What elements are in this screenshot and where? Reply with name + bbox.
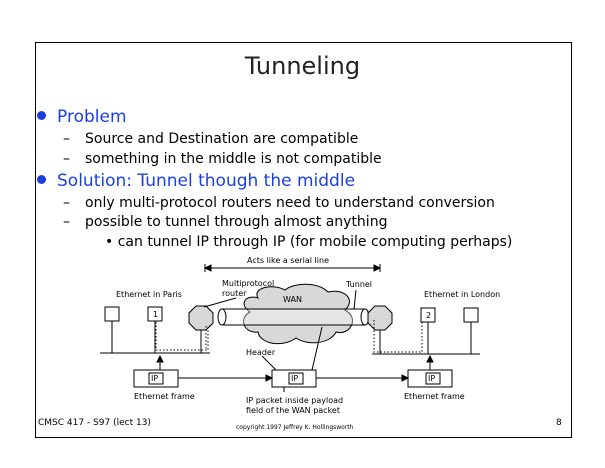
sub-sub-bullet: • can tunnel IP through IP (for mobile c… [105,234,513,250]
sub-bullet: –something in the middle is not compatib… [63,151,382,167]
router-right [367,305,393,331]
page-number: 8 [556,418,562,428]
callout-lines [203,289,357,392]
multiprotocol-router-label-2: router [222,289,247,298]
host-1-label: 1 [153,310,159,319]
slide-frame [35,42,572,438]
course-footer: CMSC 417 - S97 (lect 13) [38,418,151,428]
ip-label-right: IP [428,374,436,383]
sub-bullet-text: possible to tunnel through almost anythi… [85,214,388,230]
copyright-footer: copyright 1997 Jeffrey K. Hollingsworth [236,424,354,431]
host-2-label: 2 [426,311,432,320]
ethernet-paris [100,306,210,354]
serial-line-arrow [203,264,382,272]
sub-sub-bullet-text: can tunnel IP through IP (for mobile com… [117,234,513,250]
header-label: Header [246,348,276,357]
bullet-problem-label: Problem [57,107,127,127]
payload-label: IP packet inside payload [246,396,344,405]
tunnel-tube [217,308,370,326]
ip-label-left: IP [151,374,159,383]
wan-label: WAN [283,295,302,304]
ethernet-london-label: Ethernet in London [424,290,501,299]
sub-bullet-text: something in the middle is not compatibl… [85,151,382,167]
bullet-dot-icon [37,111,46,120]
sub-bullet-text: Source and Destination are compatible [85,131,359,147]
ethernet-paris-label: Ethernet in Paris [116,290,182,299]
ethernet-frame-left-label: Ethernet frame [134,392,195,401]
ethernet-frame-right-label: Ethernet frame [404,392,465,401]
bullet-dot-icon [37,175,46,184]
multiprotocol-router-label: Multiprotocol [222,279,275,288]
sub-bullet: –Source and Destination are compatible [63,131,359,147]
payload-label-2: field of the WAN packet [246,406,340,415]
dotted-path-left [155,322,212,351]
sub-bullet-text: only multi-protocol routers need to unde… [85,195,495,211]
wan-cloud [243,283,353,345]
sub-bullet: –only multi-protocol routers need to und… [63,195,495,211]
ethernet-frame-left [133,369,179,388]
serial-line-label: Acts like a serial line [247,256,329,265]
ip-label-middle: IP [291,374,299,383]
bullet-solution: Solution: Tunnel though the middle [37,171,355,191]
ethernet-london [372,307,480,355]
bullet-solution-label: Solution: Tunnel though the middle [57,171,356,191]
dotted-path-right [373,320,423,353]
bullet-problem: Problem [37,107,127,127]
tunnel-label: Tunnel [346,280,373,289]
frame-arrows [156,354,434,382]
slide-title: Tunneling [244,52,361,80]
sub-bullet: –possible to tunnel through almost anyth… [63,214,388,230]
